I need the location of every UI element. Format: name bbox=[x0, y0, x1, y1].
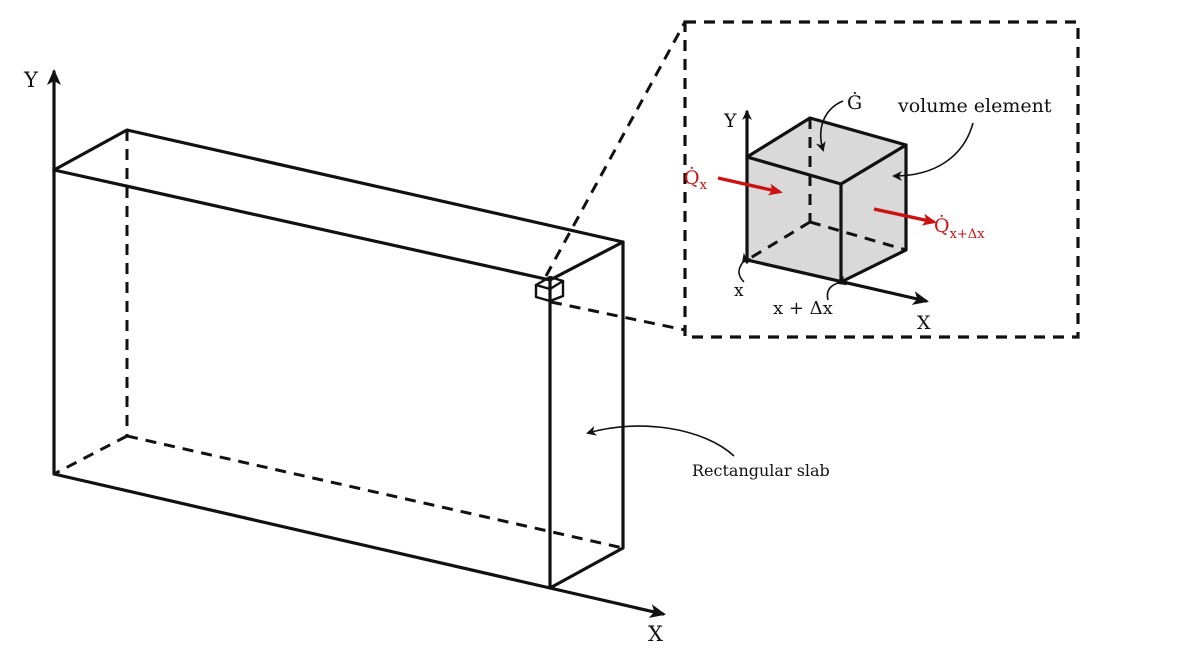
zoom-line-lower bbox=[550, 300, 686, 332]
slab-hidden-edges bbox=[53, 130, 624, 550]
volume-element-label: volume element bbox=[897, 95, 1052, 117]
volume-element-pointer-arrow bbox=[892, 122, 974, 181]
position-x-label: x bbox=[734, 281, 744, 301]
generation-pointer-arrow bbox=[815, 100, 844, 152]
inset-box bbox=[683, 20, 1080, 339]
heat-in-label: Q̇x bbox=[684, 167, 708, 193]
heat-out-arrow bbox=[873, 207, 937, 226]
small-volume-element bbox=[534, 275, 565, 303]
inset-x-axis-label: X bbox=[917, 312, 931, 334]
volume-element-cube bbox=[745, 116, 908, 284]
heat-in-subscript: x bbox=[700, 178, 708, 193]
position-x-pointer bbox=[738, 252, 752, 283]
main-x-axis-arrow bbox=[548, 586, 666, 618]
main-x-axis-label: X bbox=[648, 622, 663, 646]
position-x-dx-pointer bbox=[826, 275, 848, 301]
inset-y-axis-label: Y bbox=[723, 110, 737, 132]
main-y-axis-label: Y bbox=[23, 68, 39, 92]
position-x-dx-label: x + Δx bbox=[773, 298, 833, 319]
generation-label: Ġ bbox=[847, 91, 862, 114]
slab-label: Rectangular slab bbox=[692, 461, 830, 480]
heat-in-arrow bbox=[717, 176, 783, 196]
slab-visible-edges bbox=[52, 128, 625, 590]
slab-pointer-arrow bbox=[586, 425, 735, 457]
heat-out-subscript: x+Δx bbox=[950, 227, 986, 242]
zoom-line-upper bbox=[544, 21, 687, 277]
heat-out-label: Q̇x+Δx bbox=[934, 215, 985, 242]
